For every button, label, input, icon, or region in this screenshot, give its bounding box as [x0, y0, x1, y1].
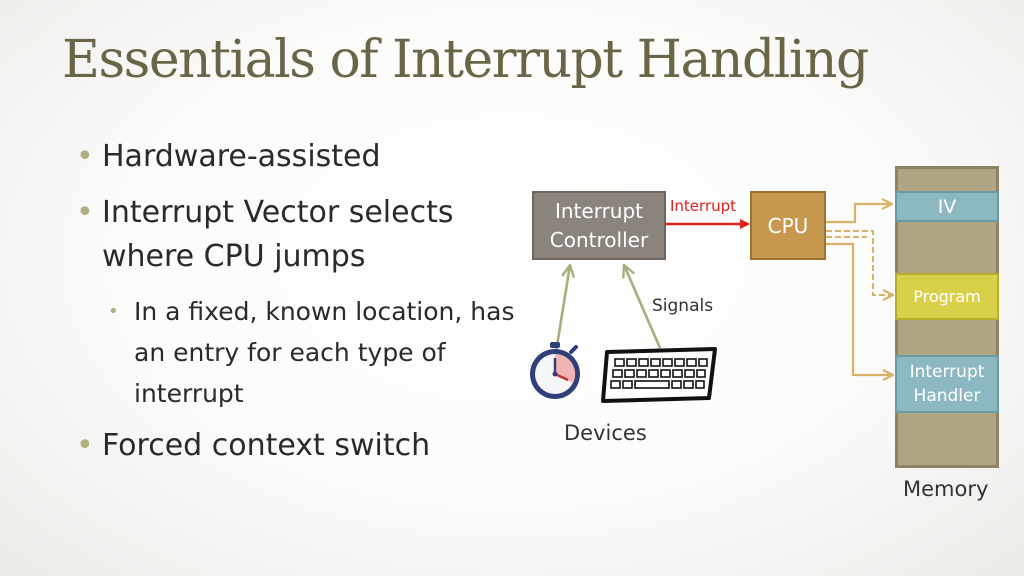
- devices-label: Devices: [564, 421, 647, 445]
- bullet-dot: •: [76, 139, 94, 174]
- bullet-hardware-assisted: • Hardware-assisted: [76, 135, 516, 179]
- cpu-to-iv-arrow: [826, 204, 892, 224]
- stopwatch-icon: [530, 342, 580, 399]
- slide-title: Essentials of Interrupt Handling: [62, 30, 869, 90]
- cpu-box: CPU: [750, 191, 826, 260]
- bullet-text: In a fixed, known location, has an entry…: [134, 297, 515, 408]
- bullet-dot: •: [76, 428, 94, 463]
- memory-iv-segment: IV: [895, 191, 999, 222]
- signal-arrow-stopwatch: [554, 265, 570, 353]
- memory-label: Memory: [903, 477, 989, 501]
- interrupt-label: Interrupt: [670, 197, 737, 215]
- sub-bullet-fixed-location: • In a fixed, known location, has an ent…: [108, 291, 516, 414]
- bullet-text: Hardware-assisted: [102, 139, 381, 174]
- bullet-text: Interrupt Vector selects where CPU jumps: [102, 195, 454, 274]
- signals-label: Signals: [652, 296, 714, 316]
- memory-interrupt-handler-segment: Interrupt Handler: [895, 355, 999, 413]
- bullet-list: • Hardware-assisted • Interrupt Vector s…: [76, 135, 516, 480]
- memory-block: IV Program Interrupt Handler: [895, 166, 999, 468]
- cpu-to-program-arrow: [826, 230, 893, 295]
- bullet-interrupt-vector: • Interrupt Vector selects where CPU jum…: [76, 191, 516, 279]
- bullet-dot: •: [76, 195, 94, 230]
- keyboard-icon: [601, 347, 717, 403]
- cpu-to-handler-arrow: [826, 242, 893, 375]
- bullet-dot: •: [108, 301, 119, 322]
- interrupt-controller-box: Interrupt Controller: [532, 191, 666, 260]
- bullet-text: Forced context switch: [102, 428, 431, 463]
- memory-program-segment: Program: [895, 273, 999, 320]
- signal-arrow-keyboard: [624, 265, 662, 349]
- bullet-forced-context-switch: • Forced context switch: [76, 424, 516, 468]
